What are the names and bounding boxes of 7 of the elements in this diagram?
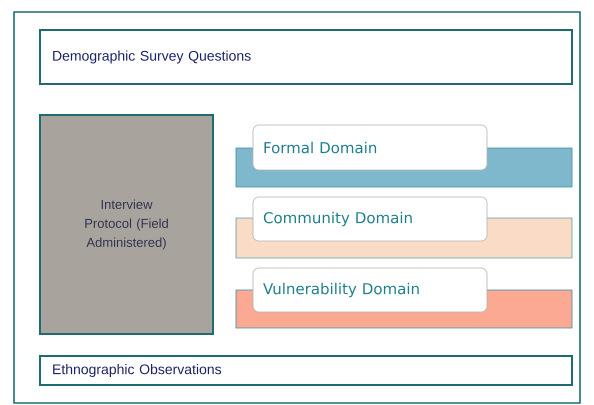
protocol-box: Interview Protocol (Field Administered) (39, 114, 214, 335)
domain-label: Vulnerability Domain (252, 268, 488, 312)
domain-label: Formal Domain (252, 124, 488, 170)
heading-box: Ethnographic Observations (39, 355, 573, 386)
frame-border (13, 11, 581, 404)
heading-box: Demographic Survey Questions (39, 29, 573, 85)
domain-label: Community Domain (252, 196, 488, 242)
